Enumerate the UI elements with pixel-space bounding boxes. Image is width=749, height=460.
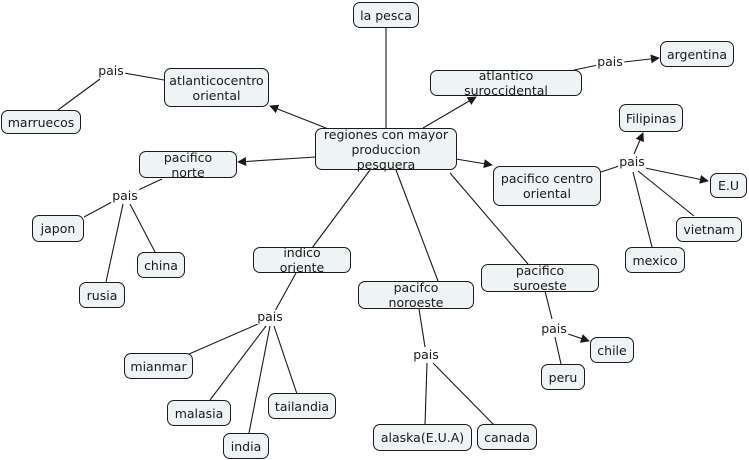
link-atlsur-pais xyxy=(573,64,599,71)
node-rusia[interactable]: rusia xyxy=(79,282,125,308)
link-central-atlantico-centro xyxy=(269,104,327,129)
link-label-pais-atlantico-sur[interactable]: pais xyxy=(596,54,624,69)
node-pacifico-centro-oriental[interactable]: pacifico centro oriental xyxy=(493,166,601,206)
node-chile[interactable]: chile xyxy=(590,337,634,363)
link-pais-alaska xyxy=(424,362,428,426)
link-pais-marruecos xyxy=(57,78,101,111)
node-pacifico-suroeste[interactable]: pacifico suroeste xyxy=(481,263,599,293)
node-pacifco-noroeste[interactable]: pacifco noroeste xyxy=(358,280,474,310)
node-india[interactable]: india xyxy=(223,433,269,459)
node-vietnam[interactable]: vietnam xyxy=(676,217,742,242)
link-pais-malasia xyxy=(209,325,267,401)
node-china[interactable]: china xyxy=(137,252,185,278)
link-pais-eu xyxy=(644,167,709,184)
node-peru[interactable]: peru xyxy=(541,364,585,390)
link-central-pacifico-centro xyxy=(455,158,493,169)
link-pais-filipinas xyxy=(633,132,644,155)
node-malasia[interactable]: malasia xyxy=(167,400,231,426)
link-pais-canada xyxy=(432,362,495,426)
node-central[interactable]: regiones con mayor produccion pesquera xyxy=(315,127,457,172)
link-indico-pais xyxy=(274,272,297,312)
link-central-suroeste xyxy=(449,172,529,265)
link-pais-peru xyxy=(554,336,562,365)
node-marruecos[interactable]: marruecos xyxy=(1,110,81,134)
link-suroeste-pais xyxy=(544,290,553,320)
link-pais-china xyxy=(129,203,156,253)
link-pais-chile xyxy=(567,333,590,343)
link-pais-tailandia xyxy=(273,325,298,395)
link-pais-mexico xyxy=(632,171,653,248)
node-la-pesca[interactable]: la pesca xyxy=(353,2,419,28)
node-mexico[interactable]: mexico xyxy=(625,247,685,273)
node-filipinas[interactable]: Filipinas xyxy=(619,104,683,132)
link-label-pais-indico[interactable]: pais xyxy=(256,309,284,324)
node-alaska[interactable]: alaska(E.U.A) xyxy=(373,424,472,451)
node-atlantico-centro-oriental[interactable]: atlanticocentro oriental xyxy=(164,68,269,107)
link-central-indico xyxy=(311,169,371,249)
node-argentina[interactable]: argentina xyxy=(660,41,734,67)
link-pais-argentina xyxy=(623,54,660,64)
node-tailandia[interactable]: tailandia xyxy=(268,393,336,419)
link-pais-japon xyxy=(83,201,113,218)
node-mianmar[interactable]: mianmar xyxy=(124,353,193,379)
link-pacnorte-pais xyxy=(135,178,163,192)
link-pais-india xyxy=(248,325,271,434)
link-noroeste-pais xyxy=(418,308,426,348)
node-indico-oriente[interactable]: indico oriente xyxy=(253,245,351,275)
link-label-pais-pacifico-centro[interactable]: pais xyxy=(618,154,646,169)
link-central-atlantico-sur xyxy=(422,96,477,129)
link-label-pais-pacifico-norte[interactable]: pais xyxy=(111,188,139,203)
node-japon[interactable]: japon xyxy=(32,215,84,242)
link-paccentro-pais xyxy=(600,165,620,173)
link-central-noroeste xyxy=(395,169,439,282)
link-label-pais-noroeste[interactable]: pais xyxy=(412,347,440,362)
node-atlantico-suroccidental[interactable]: atlantico suroccidental xyxy=(430,68,582,98)
link-pais-mianmar xyxy=(188,323,259,355)
node-pacifico-norte[interactable]: pacifico norte xyxy=(139,150,237,180)
node-canada[interactable]: canada xyxy=(477,424,537,450)
link-label-pais-atlantico-centro[interactable]: pais xyxy=(97,63,125,78)
link-pais-rusia xyxy=(105,203,124,283)
link-central-pacifico-norte xyxy=(237,156,317,166)
node-eu[interactable]: E.U xyxy=(710,173,747,198)
link-label-pais-suroeste[interactable]: pais xyxy=(540,321,568,336)
link-pais-vietnam xyxy=(637,170,695,217)
link-atlcentro-pais xyxy=(123,72,165,81)
